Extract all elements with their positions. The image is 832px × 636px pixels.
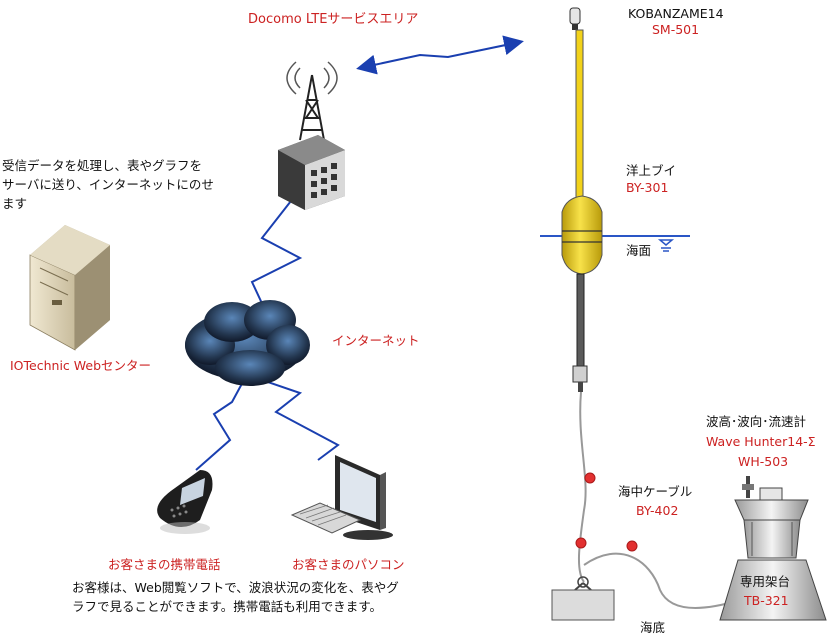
link-cloud-to-phone — [195, 377, 246, 471]
buoy-model-label: BY-301 — [626, 180, 669, 195]
server-icon — [29, 225, 110, 351]
sensor-product-label: Wave Hunter14-Σ — [706, 434, 816, 449]
link-tower-to-cloud — [250, 191, 303, 313]
footer-note-line-2: ラフで見ることができます。携帯電話も利用できます。 — [72, 599, 383, 614]
computer-icon — [290, 455, 393, 540]
device-name-label: KOBANZAME14 — [628, 6, 724, 21]
lte-wireless-link — [356, 35, 524, 75]
anchor-weight — [551, 576, 615, 621]
cable-name-label: 海中ケーブル — [618, 484, 693, 499]
internet-label: インターネット — [332, 333, 420, 348]
ocean-buoy — [561, 7, 603, 392]
mount-name-label: 専用架台 — [740, 574, 791, 589]
web-center-description-line-1: 受信データを処理し、表やグラフを — [2, 158, 203, 173]
radio-tower-icon — [278, 61, 345, 210]
web-center-description-line-3: ます — [2, 196, 28, 211]
link-cloud-to-pc — [261, 379, 340, 461]
sensor-model-label: WH-503 — [738, 454, 789, 469]
sea-surface-label: 海面 — [626, 243, 652, 258]
web-center-description-line-2: サーバに送り、インターネットにのせ — [2, 177, 214, 192]
water-level-icon — [657, 239, 675, 252]
cable-float — [575, 472, 638, 552]
customer-pc-label: お客さまのパソコン — [292, 557, 405, 572]
lte-area-label: Docomo LTEサービスエリア — [248, 12, 419, 27]
sensor-name-label: 波高･波向･流速計 — [706, 414, 807, 429]
cable-model-label: BY-402 — [636, 503, 679, 518]
seabed-label: 海底 — [640, 620, 666, 635]
cloud-icon — [185, 300, 310, 386]
web-center-label: IOTechnic Webセンター — [10, 358, 152, 373]
mount-model-label: TB-321 — [744, 593, 789, 608]
subsea-cable — [577, 391, 741, 609]
customer-phone-label: お客さまの携帯電話 — [108, 557, 221, 572]
device-model-label: SM-501 — [652, 22, 700, 37]
phone-icon — [157, 470, 213, 534]
footer-note-line-1: お客様は、Web閲覧ソフトで、波浪状況の変化を、表やグ — [72, 580, 399, 595]
buoy-name-label: 洋上ブイ — [626, 163, 677, 178]
sensor-mount — [719, 476, 827, 621]
